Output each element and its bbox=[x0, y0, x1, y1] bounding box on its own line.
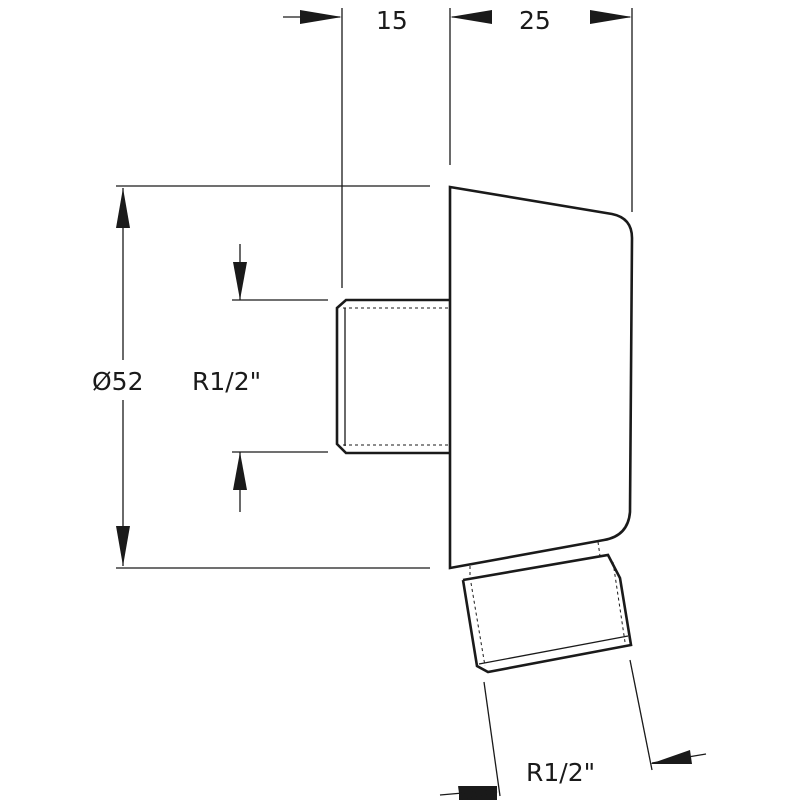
arrow-25-right bbox=[590, 10, 632, 24]
arrow-thread-bottom bbox=[233, 452, 247, 490]
arrow-thread-top bbox=[233, 262, 247, 300]
arrow-outlet-left-head bbox=[458, 786, 498, 800]
nipple-outline bbox=[335, 298, 450, 455]
rear-thread-nipple bbox=[335, 298, 450, 455]
outlet-outline bbox=[461, 553, 633, 674]
arrow-outlet-right bbox=[650, 750, 692, 764]
outlet-face-line bbox=[478, 635, 629, 665]
rear-thread-label: R1/2" bbox=[192, 367, 261, 396]
body-outline bbox=[448, 185, 634, 570]
diameter-dimension: Ø52 bbox=[92, 185, 430, 569]
outlet-ext-left bbox=[483, 681, 501, 797]
outlet-thread-dimension: R1/2" bbox=[439, 659, 707, 800]
dim-25-label: 25 bbox=[519, 6, 551, 35]
arrow-diameter-bottom bbox=[116, 526, 130, 566]
outlet-thread-label: R1/2" bbox=[526, 758, 595, 787]
outlet-thread-left bbox=[470, 582, 486, 667]
main-body bbox=[448, 185, 634, 570]
arrow-15-right bbox=[450, 10, 492, 24]
outlet-gap-right bbox=[597, 541, 601, 557]
outlet-thread-nipple bbox=[461, 541, 633, 674]
dim-line-outlet-left bbox=[439, 789, 498, 796]
outlet-ext-right bbox=[629, 659, 653, 771]
rear-thread-dimension: R1/2" bbox=[192, 244, 328, 512]
diameter-label: Ø52 bbox=[92, 367, 144, 396]
outlet-thread-right bbox=[612, 561, 626, 643]
arrow-15-left bbox=[300, 10, 342, 24]
arrow-diameter-top bbox=[116, 188, 130, 228]
depth-dimensions: 15 25 bbox=[283, 6, 633, 288]
dim-15-label: 15 bbox=[376, 6, 408, 35]
